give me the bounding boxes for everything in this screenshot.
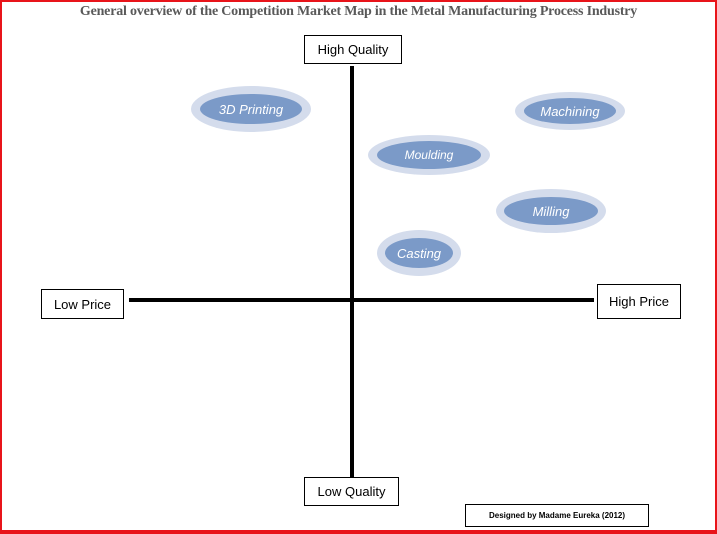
axis-label-high-quality: High Quality: [304, 35, 402, 64]
ellipse-milling: Milling: [496, 189, 606, 233]
horizontal-axis: [129, 298, 594, 302]
diagram-title: General overview of the Competition Mark…: [79, 4, 638, 19]
ellipse-machining: Machining: [515, 92, 625, 130]
credit-box: Designed by Madame Eureka (2012): [465, 504, 649, 527]
axis-label-low-price: Low Price: [41, 289, 124, 319]
ellipse-label: Moulding: [377, 141, 481, 169]
vertical-axis: [350, 66, 354, 478]
ellipse-3d-printing: 3D Printing: [191, 86, 311, 132]
ellipse-label: Milling: [504, 197, 598, 225]
axis-label-high-price: High Price: [597, 284, 681, 319]
ellipse-label: Casting: [385, 238, 453, 268]
axis-label-low-quality: Low Quality: [304, 477, 399, 506]
ellipse-label: 3D Printing: [200, 94, 302, 124]
ellipse-casting: Casting: [377, 230, 461, 276]
ellipse-moulding: Moulding: [368, 135, 490, 175]
ellipse-label: Machining: [524, 98, 616, 124]
